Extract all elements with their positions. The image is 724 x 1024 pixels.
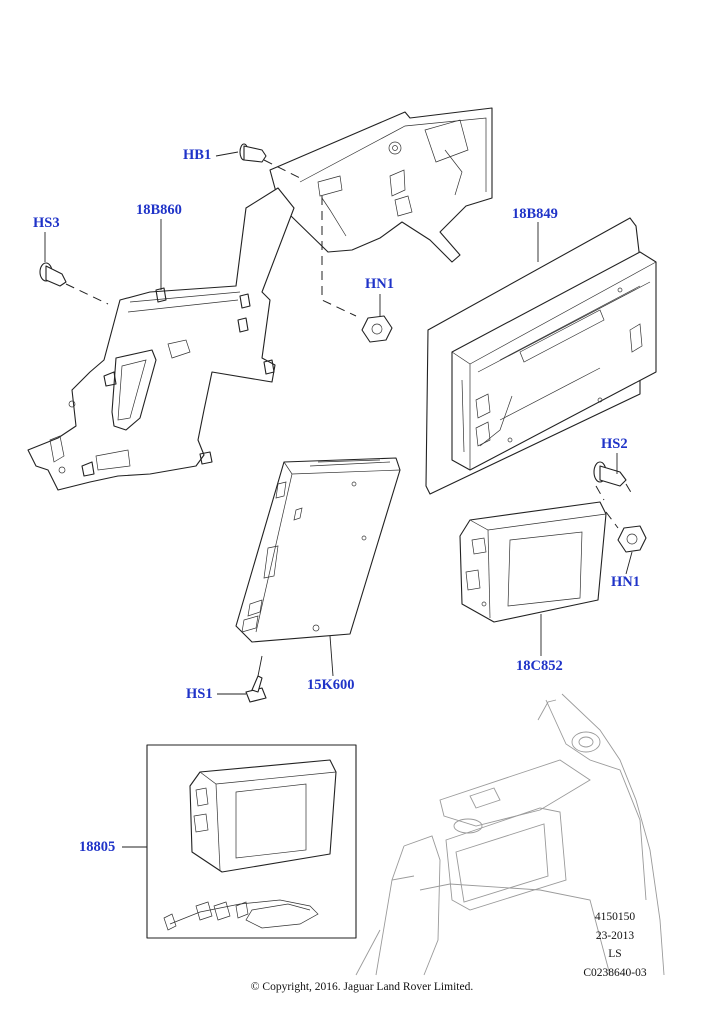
- bracket-18b860-illustration: [27, 107, 493, 491]
- reference-code: LS: [608, 948, 622, 960]
- reference-date: 23-2013: [595, 929, 635, 942]
- screw-hs3-illustration: [39, 262, 67, 287]
- leader-15k600: [329, 635, 334, 677]
- part-label-hb1[interactable]: HB1: [183, 147, 212, 163]
- part-label-hs3[interactable]: HS3: [33, 215, 60, 231]
- part-label-18c852[interactable]: 18C852: [516, 658, 563, 674]
- copyright-text: © Copyright, 2016. Jaguar Land Rover Lim…: [250, 981, 474, 993]
- bolt-hb1-illustration: [239, 143, 267, 163]
- part-label-18b860[interactable]: 18B860: [136, 202, 182, 218]
- leader-hb1: [215, 151, 239, 157]
- module-18c852-illustration: [459, 501, 607, 623]
- part-label-hs2[interactable]: HS2: [601, 436, 628, 452]
- reference-number: 4150150: [594, 911, 636, 923]
- screw-hs1-illustration: [245, 675, 267, 703]
- part-label-18b849[interactable]: 18B849: [512, 206, 558, 222]
- part-label-hs1[interactable]: HS1: [186, 686, 213, 702]
- display-18b849-illustration: [425, 217, 657, 495]
- reference-block: 4150150 23-2013 LS C0238640-03: [570, 908, 660, 982]
- leader-hn1-right: [625, 551, 633, 575]
- nut-hn1-right-illustration: [617, 525, 647, 553]
- vehicle-interior-illustration: [355, 693, 665, 976]
- part-label-15k600[interactable]: 15K600: [307, 677, 355, 693]
- nut-hn1-top-illustration: [361, 315, 393, 343]
- part-label-hn1-right[interactable]: HN1: [611, 574, 640, 590]
- part-label-hn1-top[interactable]: HN1: [365, 276, 394, 292]
- kit-18805-frame: [146, 744, 357, 939]
- reference-id: C0238640-03: [583, 966, 647, 979]
- kit-18805-illustration: [163, 759, 337, 931]
- screw-hs2-illustration: [593, 461, 627, 487]
- part-label-18805[interactable]: 18805: [79, 839, 116, 855]
- module-15k600-illustration: [235, 457, 401, 643]
